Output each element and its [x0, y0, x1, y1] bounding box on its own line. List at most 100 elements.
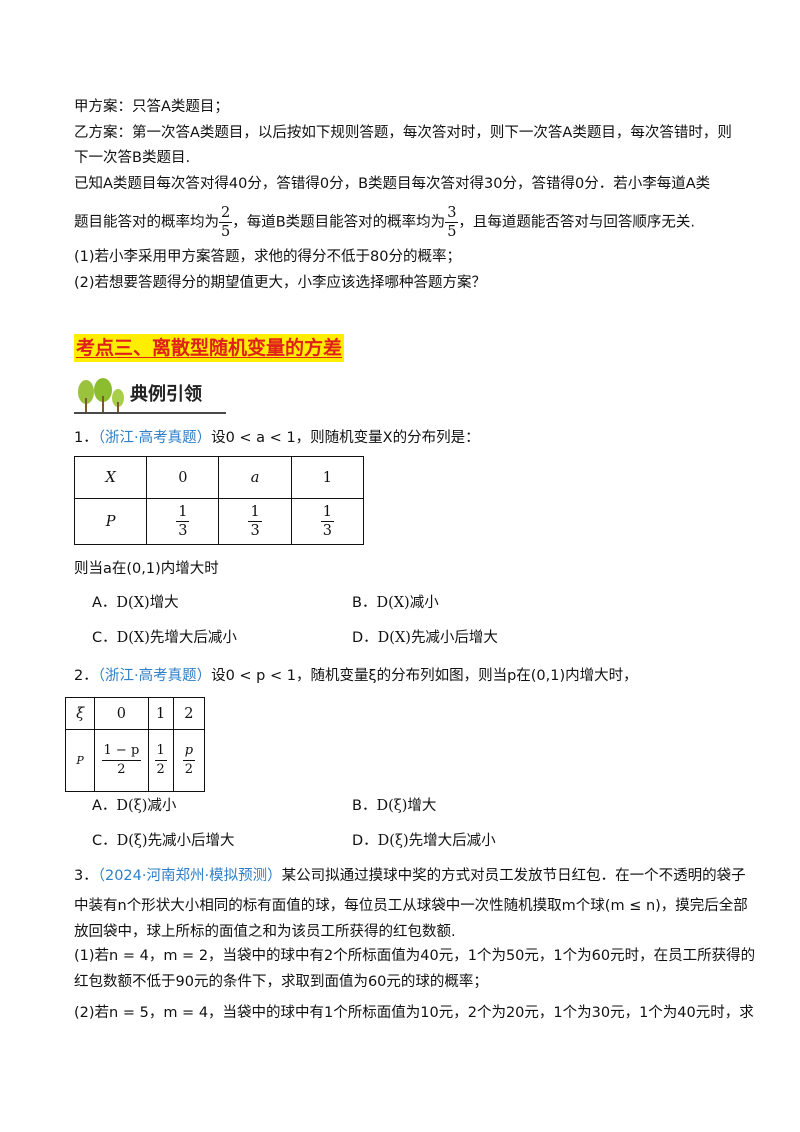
fraction-denominator: 2	[117, 762, 126, 777]
option-expr: D(X)	[116, 630, 150, 646]
table-cell: 1	[290, 456, 365, 499]
trees-icon	[78, 378, 124, 412]
option-c[interactable]: C．D(X)先增大后减小	[92, 628, 237, 648]
problem-text: 设0 < p < 1，随机变量ξ的分布列如图，则当p在(0,1)内增大时，	[211, 668, 638, 684]
option-letter: B．	[352, 595, 377, 611]
fraction-numerator: 1	[176, 504, 190, 522]
table-cell: P	[73, 498, 148, 545]
table-row: ξ 0 1 2	[64, 697, 206, 730]
option-expr: D(X)	[377, 630, 411, 646]
option-letter: B．	[352, 798, 377, 814]
problem-text: 设0 < a < 1，则随机变量X的分布列是：	[211, 430, 480, 446]
fraction-denominator: 3	[322, 523, 332, 539]
badge-label: 典例引领	[130, 384, 202, 405]
problem-3-line3: 放回袋中，球上所标的面值之和为该员工所获得的红包数额.	[74, 924, 456, 940]
fraction-denominator: 5	[447, 224, 457, 240]
fraction-numerator: 1	[154, 742, 167, 761]
table-cell: X	[73, 456, 148, 499]
option-text: 先减小后增大	[410, 630, 498, 646]
option-expr: D(X)	[376, 595, 410, 611]
fraction-denominator: 3	[250, 523, 260, 539]
badge-underline	[74, 412, 226, 414]
problem-2-stem: 2．（浙江·高考真题）设0 < p < 1，随机变量ξ的分布列如图，则当p在(0…	[74, 666, 638, 686]
table-cell: 1	[147, 697, 174, 730]
option-d[interactable]: D．D(X)先减小后增大	[352, 628, 498, 648]
question-2: (2)若想要答题得分的期望值更大，小李应该选择哪种答题方案？	[74, 275, 487, 291]
fraction-numerator: 3	[445, 205, 459, 223]
option-text: 增大	[407, 798, 437, 814]
table-cell: 0	[146, 456, 220, 499]
known-line2-part-a: 题目能答对的概率均为	[74, 214, 219, 231]
option-expr: D(X)	[116, 595, 150, 611]
option-expr: D(ξ)	[116, 833, 148, 849]
known-line2-part-c: ，且每道题能否答对与回答顺序无关.	[458, 214, 696, 231]
option-letter: D．	[352, 630, 378, 646]
option-a[interactable]: A．D(X)增大	[92, 593, 179, 613]
problem-3-stem: 3．（2024·河南郑州·模拟预测）某公司拟通过摸球中奖的方式对员工发放节日红包…	[74, 866, 746, 886]
option-text: 减小	[147, 798, 177, 814]
fraction-numerator: p	[182, 742, 196, 761]
option-text: 增大	[149, 595, 179, 611]
fraction-numerator: 1 − p	[101, 742, 142, 761]
problem-number: 2．	[74, 668, 98, 684]
option-text: 先增大后减小	[408, 833, 496, 849]
option-expr: D(ξ)	[116, 798, 148, 814]
option-letter: D．	[352, 833, 378, 849]
option-letter: A．	[92, 595, 117, 611]
problem-3-part1-line2: 红包数额不低于90元的条件下，求取到面值为60元的球的概率；	[74, 974, 488, 990]
scheme-jia: 甲方案：只答A类题目；	[74, 99, 229, 115]
option-a[interactable]: A．D(ξ)减小	[92, 796, 176, 816]
known-line1: 已知A类题目每次答对得40分，答错得0分，B类题目每次答对得30分，答错得0分．…	[74, 176, 711, 192]
option-expr: D(ξ)	[377, 833, 409, 849]
option-letter: C．	[92, 630, 117, 646]
table-row: X 0 a 1	[73, 456, 365, 499]
option-d[interactable]: D．D(ξ)先增大后减小	[352, 831, 496, 851]
problem-1-stem: 1．（浙江·高考真题）设0 < a < 1，则随机变量X的分布列是：	[74, 428, 480, 448]
fraction-numerator: 1	[320, 504, 334, 522]
problem-source: （2024·河南郑州·模拟预测）	[97, 868, 282, 884]
fraction-denominator: 3	[178, 523, 188, 539]
table-cell: P	[64, 729, 96, 792]
table-cell: 2	[172, 697, 206, 730]
question-1: (1)若小李采用甲方案答题，求他的得分不低于80分的概率；	[74, 249, 461, 265]
option-expr: D(ξ)	[376, 798, 408, 814]
fraction-numerator: 2	[219, 205, 233, 223]
fraction-denominator: 5	[221, 224, 231, 240]
option-letter: C．	[92, 833, 117, 849]
fraction-numerator: 1	[248, 504, 262, 522]
fraction-denominator: 2	[156, 762, 165, 777]
section-heading: 考点三、离散型随机变量的方差	[74, 334, 345, 362]
option-text: 减小	[409, 595, 439, 611]
option-c[interactable]: C．D(ξ)先减小后增大	[92, 831, 235, 851]
option-b[interactable]: B．D(X)减小	[352, 593, 439, 613]
table-cell: a	[218, 456, 292, 499]
table-cell: 0	[94, 697, 149, 730]
problem-source: （浙江·高考真题）	[97, 430, 212, 446]
option-text: 先减小后增大	[147, 833, 235, 849]
known-line2-part-b: ，每道B类题目能答对的概率均为	[232, 214, 446, 231]
option-text: 先增大后减小	[149, 630, 237, 646]
problem-3-line2: 中装有n个形状大小相同的标有面值的球，每位员工从球袋中一次性随机摸取m个球(m …	[74, 898, 748, 914]
option-b[interactable]: B．D(ξ)增大	[352, 796, 436, 816]
scheme-yi-line1: 乙方案：第一次答A类题目，以后按如下规则答题，每次答对时，则下一次答A类题目，每…	[74, 125, 732, 141]
example-badge: 典例引领	[74, 378, 226, 414]
problem-3-part2-line1: (2)若n = 5，m = 4，当袋中的球中有1个所标面值为10元，2个为20元…	[74, 1005, 754, 1021]
problem-1-condition: 则当a在(0,1)内增大时	[74, 561, 219, 577]
table-cell: ξ	[64, 697, 96, 730]
problem-text: 某公司拟通过摸球中奖的方式对员工发放节日红包．在一个不透明的袋子	[281, 868, 746, 884]
